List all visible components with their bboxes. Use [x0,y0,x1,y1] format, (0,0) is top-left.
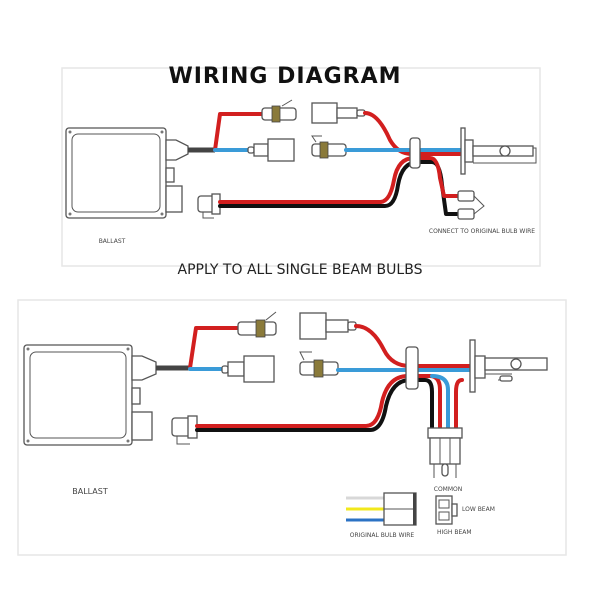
connector-female-upper-2 [299,312,357,340]
connector-female-upper [311,102,366,124]
connector-male-upper [261,99,297,123]
bottom-wiring [156,311,548,478]
grommet [409,137,421,169]
connector-female-lower-2 [221,355,275,383]
hid-bulb [460,127,537,175]
top-ballast-label: BALLAST [99,238,126,245]
power-plug [197,193,221,219]
connector-female-lower [247,138,295,162]
grommet-2 [405,346,419,390]
low-beam-label: LOW BEAM [462,506,495,513]
top-panel-border [61,67,541,267]
bottom-ballast [23,344,157,446]
original-wire-label: ORIGINAL BULB WIRE [350,532,415,539]
top-wiring [188,99,537,220]
socket-legend [435,495,458,525]
hid-bulb-2 [469,339,548,393]
connector-male-lower [311,135,347,159]
power-plug-2 [171,415,198,445]
high-beam-label: HIGH BEAM [437,529,472,536]
common-label: COMMON [434,486,462,493]
connect-original-label: CONNECT TO ORIGINAL BULB WIRE [429,228,535,235]
original-wire-legend [346,492,417,526]
top-ballast [65,127,189,219]
bottom-ballast-label: BALLAST [72,487,108,496]
diagram-title: WIRING DIAGRAM [168,64,401,89]
subtitle: APPLY TO ALL SINGLE BEAM BULBS [178,262,423,278]
spade-terminals [457,190,485,220]
connector-male-lower-2 [299,351,339,378]
h4-connector [427,427,463,478]
connector-male-upper-2 [237,311,277,338]
bottom-panel-border [17,299,567,556]
